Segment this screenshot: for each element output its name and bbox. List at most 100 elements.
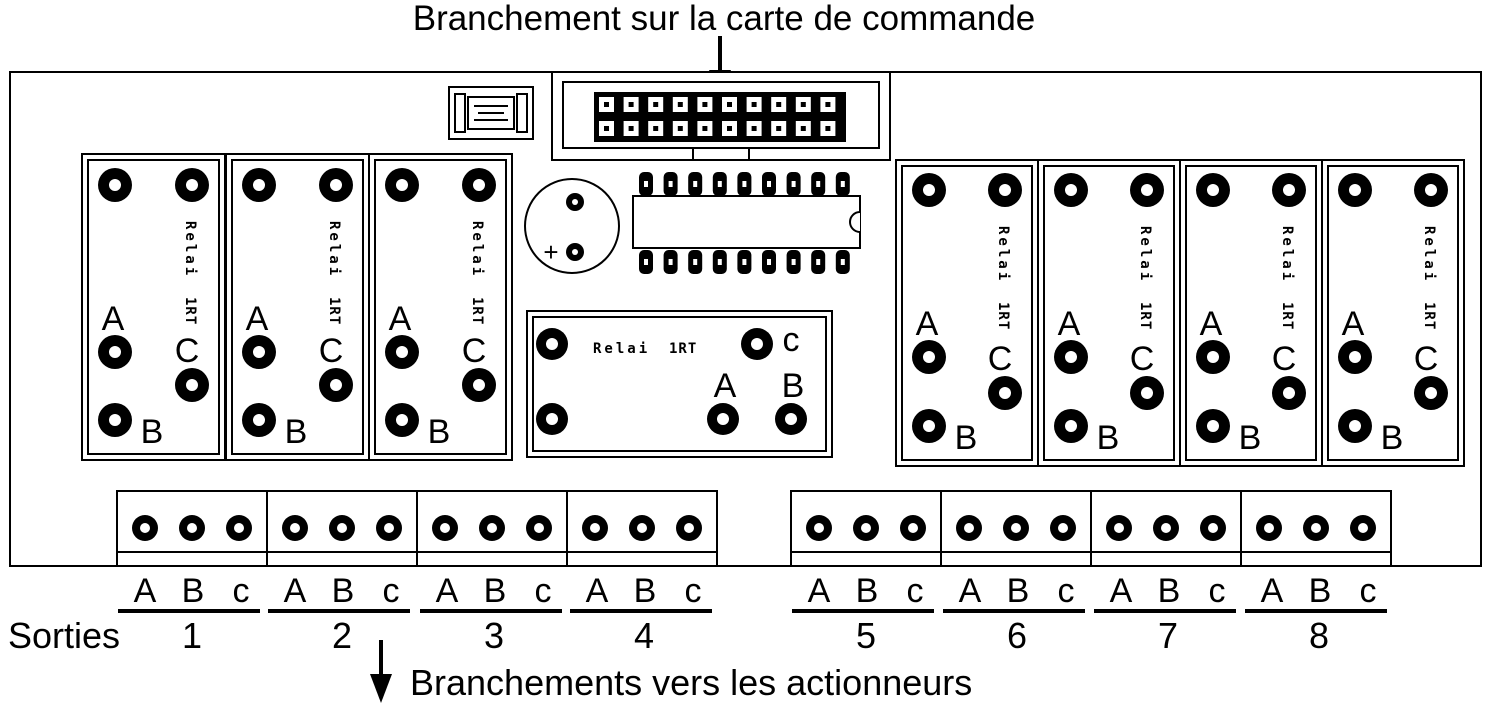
relay-label-c: C [1272, 340, 1297, 378]
output-pin-label: c [535, 572, 552, 610]
relay-pin-b [1054, 409, 1088, 443]
relay-name: Relai [469, 221, 485, 278]
relay-pin-top-left [912, 173, 946, 207]
ic-pin [786, 250, 801, 274]
footer-label: Branchements vers les actionneurs [410, 662, 972, 703]
relay-pin-top-left [98, 168, 132, 202]
relay-h-pin-c [741, 328, 773, 360]
relay-pin-b [242, 403, 276, 437]
terminal-screw-a [1106, 515, 1132, 541]
terminal-screw-b [479, 515, 505, 541]
relay-pin-c [462, 368, 496, 402]
ribbon-connector [551, 71, 891, 161]
relay-h-pin-b [775, 403, 807, 435]
fuse [448, 86, 534, 140]
output-pin-label: c [383, 572, 400, 610]
output-pin-label: B [1309, 572, 1332, 610]
terminal-screw-b [629, 515, 655, 541]
relay-type: 1RT [182, 297, 198, 325]
terminal-block-3 [416, 490, 568, 567]
relay-pin-b [98, 403, 132, 437]
relay-pin-top-right [462, 168, 496, 202]
relay-pin-b [912, 409, 946, 443]
relay-label-a: A [246, 300, 269, 338]
terminal-block-1 [116, 490, 268, 567]
relay-pin-top-right [175, 168, 209, 202]
output-pin-label: B [856, 572, 879, 610]
relay-pin-a [1338, 340, 1372, 374]
relay-horizontal: Relai 1RT c A B [526, 310, 833, 458]
relay-pin-b [1196, 409, 1230, 443]
output-pin-label: A [586, 572, 609, 610]
relay-pin-top-right [1414, 173, 1448, 207]
terminal-block-2 [266, 490, 418, 567]
outputs-label: Sorties [8, 615, 120, 656]
relay-pin-top-left [1196, 173, 1230, 207]
relay-h-pin-1 [536, 328, 568, 360]
ic-pin [688, 172, 703, 196]
relay-label-b: B [1097, 419, 1120, 457]
relay-name: Relai [182, 221, 198, 278]
relay-label-a: A [1058, 305, 1081, 343]
relay-pin-a [912, 340, 946, 374]
relay-name: Relai [1137, 226, 1153, 283]
relay-h-label-c: c [783, 321, 800, 359]
relay-type: 1RT [1279, 302, 1295, 330]
output-pin-label: A [959, 572, 982, 610]
output-pin-label: A [284, 572, 307, 610]
terminal-screw-c [526, 515, 552, 541]
ic-pin [688, 250, 703, 274]
ic-pin [663, 250, 678, 274]
relay-label-c: C [175, 332, 200, 370]
terminal-screw-b [853, 515, 879, 541]
relay-label-b: B [141, 413, 164, 451]
relay-pin-top-right [319, 168, 353, 202]
relay-label-c: C [319, 332, 344, 370]
terminal-block-4 [566, 490, 718, 567]
relay-label-c: C [1130, 340, 1155, 378]
output-pin-label: A [1110, 572, 1133, 610]
footer-arrow [370, 640, 392, 703]
relay-label-b: B [1381, 419, 1404, 457]
output-pin-label: c [1058, 572, 1075, 610]
output-pin-label: c [685, 572, 702, 610]
terminal-screw-c [1350, 515, 1376, 541]
output-pin-label: B [634, 572, 657, 610]
output-number: 6 [1007, 615, 1027, 656]
dip-ic [632, 172, 861, 274]
relay-label-a: A [1342, 305, 1365, 343]
output-pin-label: B [1158, 572, 1181, 610]
relay-pin-top-left [1054, 173, 1088, 207]
terminal-block-6 [940, 490, 1092, 567]
ic-pin [639, 250, 653, 274]
relay-type: 1RT [326, 297, 342, 325]
terminal-screw-b [1153, 515, 1179, 541]
relay-h-type: 1RT [669, 341, 697, 357]
relay-pin-top-left [1338, 173, 1372, 207]
relays-right: Relai1RTACBRelai1RTACBRelai1RTACBRelai1R… [895, 159, 1465, 467]
relay-name: Relai [1421, 226, 1437, 283]
ic-body [632, 195, 861, 249]
relay-label-b: B [955, 419, 978, 457]
relay-h-name: Relai [593, 341, 650, 357]
output-number: 7 [1158, 615, 1178, 656]
relay-type: 1RT [995, 302, 1011, 330]
relay-pin-c [1272, 376, 1306, 410]
relay-h-pin-a [707, 403, 739, 435]
relay-pin-c [1130, 376, 1164, 410]
terminal-screw-a [432, 515, 458, 541]
output-number: 2 [332, 615, 352, 656]
output-pin-label: B [332, 572, 355, 610]
relay-pin-a [1196, 340, 1230, 374]
terminal-screw-b [329, 515, 355, 541]
terminal-screw-b [1303, 515, 1329, 541]
ic-pin [737, 172, 752, 196]
